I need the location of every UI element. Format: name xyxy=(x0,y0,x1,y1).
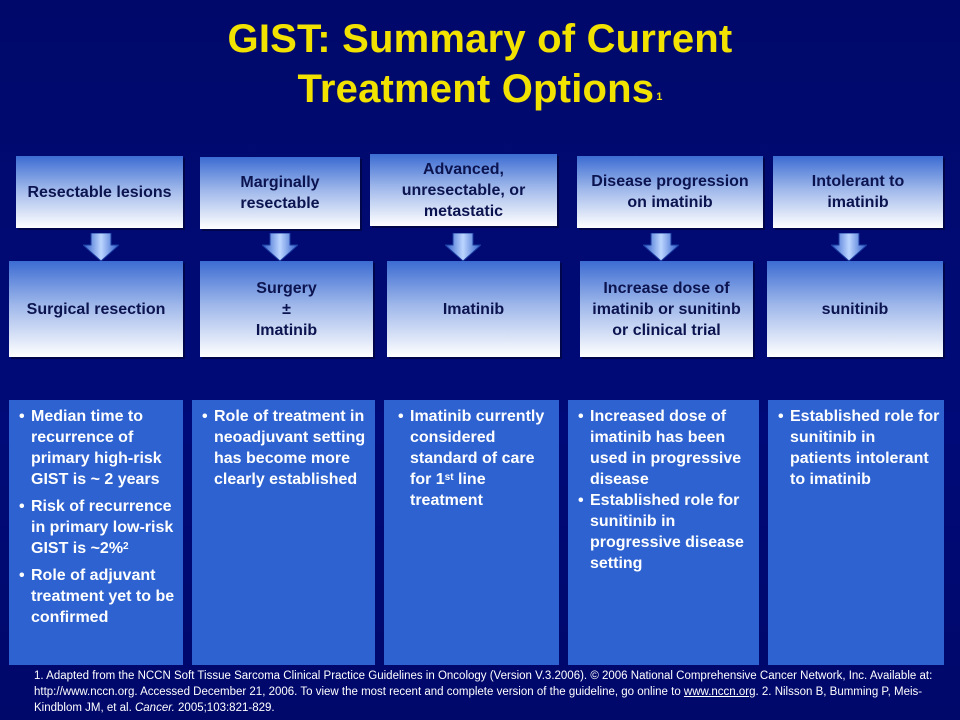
footnote-text: 1. Adapted from the NCCN Soft Tissue Sar… xyxy=(34,670,933,698)
treatment-label: Surgery ± Imatinib xyxy=(255,279,318,339)
down-arrow-icon xyxy=(262,233,298,261)
treatment-label: Surgical resection xyxy=(26,300,166,318)
title-line-1: GIST: Summary of Current xyxy=(227,17,733,61)
footnote-text: . 2. Nilsson B, Bumming P, Meis-Kindblom… xyxy=(34,686,923,714)
note-panel-progression: Increased dose of imatinib has been used… xyxy=(568,400,759,665)
down-arrow-icon xyxy=(445,233,481,261)
treatment-label: Increase dose of imatinib or sunitinb or… xyxy=(592,279,741,339)
footnote: 1. Adapted from the NCCN Soft Tissue Sar… xyxy=(34,668,934,716)
treatment-sunitinib: sunitinib xyxy=(767,261,943,357)
note-bullet: Established role for sunitinib in patien… xyxy=(778,406,940,490)
note-bullet: Increased dose of imatinib has been used… xyxy=(578,406,755,490)
treatment-label: Imatinib xyxy=(442,300,505,318)
note-bullet-text: Risk of recurrence in primary low-risk G… xyxy=(31,498,174,557)
category-label: Intolerant to imatinib xyxy=(811,173,905,211)
slide-title: GIST: Summary of Current Treatment Optio… xyxy=(0,14,960,114)
reference-superscript: 2 xyxy=(123,541,129,552)
down-arrow-icon xyxy=(643,233,679,261)
note-bullet: Median time to recurrence of primary hig… xyxy=(19,406,179,490)
category-label: Disease progression on imatinib xyxy=(591,173,749,211)
category-label: Advanced, unresectable, or metastatic xyxy=(401,160,526,220)
category-resectable: Resectable lesions xyxy=(16,156,183,228)
note-panel-intolerant: Established role for sunitinib in patien… xyxy=(768,400,944,665)
treatment-imatinib: Imatinib xyxy=(387,261,560,357)
treatment-label: sunitinib xyxy=(821,300,889,318)
down-arrow-icon xyxy=(83,233,119,261)
note-bullet: Role of adjuvant treatment yet to be con… xyxy=(19,565,179,628)
note-panel-resectable: Median time to recurrence of primary hig… xyxy=(9,400,183,665)
note-panel-advanced: Imatinib currently considered standard o… xyxy=(384,400,559,665)
treatment-surgical-resection: Surgical resection xyxy=(9,261,183,357)
category-progression: Disease progression on imatinib xyxy=(577,156,763,228)
note-bullet-text-end: line treatment xyxy=(410,471,486,509)
journal-name: Cancer. xyxy=(134,702,175,714)
note-bullet: Imatinib currently considered standard o… xyxy=(398,406,555,511)
note-panel-marginal: Role of treatment in neoadjuvant setting… xyxy=(192,400,375,665)
footnote-text: 2005;103:821-829. xyxy=(174,702,275,714)
nccn-link[interactable]: www.nccn.org xyxy=(683,686,756,698)
category-label: Marginally resectable xyxy=(240,174,320,212)
treatment-increase-dose: Increase dose of imatinib or sunitinb or… xyxy=(580,261,753,357)
ordinal-superscript: st xyxy=(444,472,454,483)
category-advanced: Advanced, unresectable, or metastatic xyxy=(370,154,557,226)
note-bullet: Risk of recurrence in primary low-risk G… xyxy=(19,496,179,559)
note-bullet: Role of treatment in neoadjuvant setting… xyxy=(202,406,371,490)
treatment-surgery-imatinib: Surgery ± Imatinib xyxy=(200,261,373,357)
down-arrow-icon xyxy=(831,233,867,261)
note-bullet: Established role for sunitinib in progre… xyxy=(578,490,755,574)
title-reference: 1 xyxy=(656,91,663,103)
category-label: Resectable lesions xyxy=(27,183,172,201)
category-marginally-resectable: Marginally resectable xyxy=(200,157,360,229)
note-bullet-text: Imatinib currently considered standard o… xyxy=(410,408,545,488)
category-intolerant: Intolerant to imatinib xyxy=(773,156,943,228)
title-line-2-text: Treatment Options xyxy=(297,67,655,111)
